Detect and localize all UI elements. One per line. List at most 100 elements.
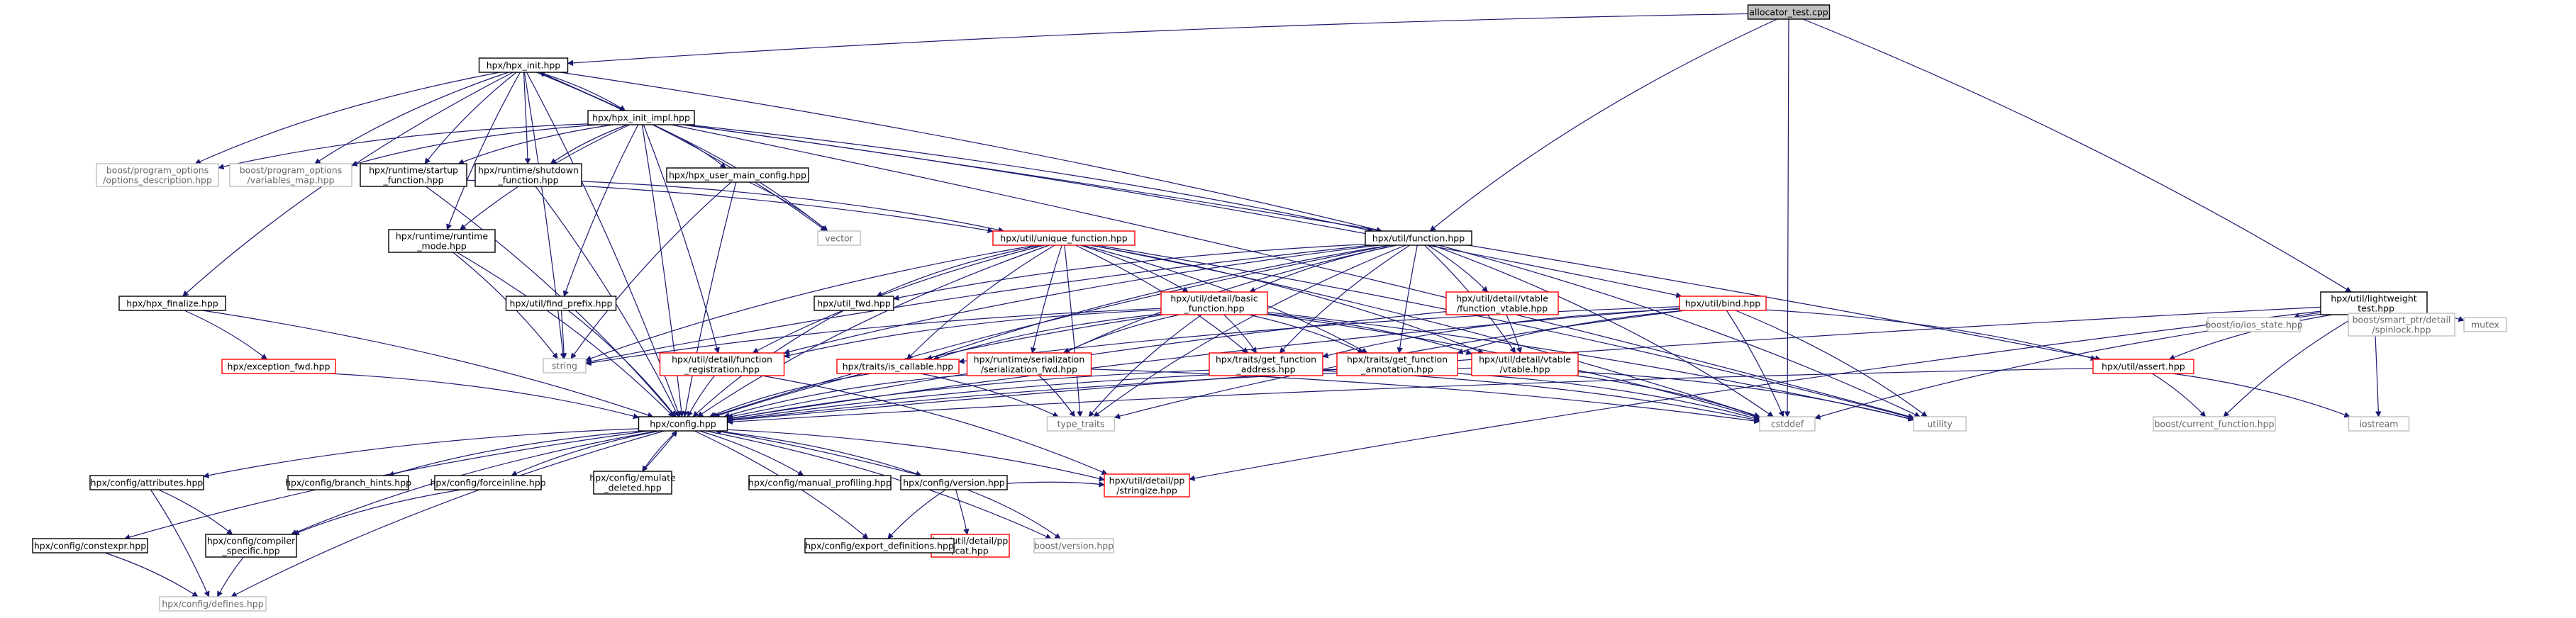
node-label: hpx/config/forceinline.hpp	[430, 478, 545, 488]
node-box	[89, 475, 204, 490]
node-cstddef[interactable]: cstddef	[1759, 416, 1816, 432]
node-type_traits[interactable]: type_traits	[1046, 416, 1116, 432]
edge-util_assert-to-config	[726, 368, 2094, 425]
node-util_fwd[interactable]: hpx/util_fwd.hpp	[814, 296, 894, 311]
node-box	[1033, 538, 1114, 554]
node-hpx_finalize[interactable]: hpx/hpx_finalize.hpp	[118, 296, 226, 311]
node-detail_basic_function[interactable]: hpx/util/detail/basic_function.hpp	[1160, 291, 1268, 315]
node-function_registration[interactable]: hpx/util/detail/function_registration.hp…	[659, 352, 785, 376]
node-label: hpx/config/emulate	[589, 473, 676, 483]
node-label: /serialization_fwd.hpp	[981, 364, 1077, 375]
node-box	[118, 296, 226, 311]
node-cfg_defines[interactable]: hpx/config/defines.hpp	[159, 596, 267, 612]
node-hpx_user_main_config[interactable]: hpx/hpx_user_main_config.hpp	[666, 167, 809, 183]
node-po_variables_map[interactable]: boost/program_options/variables_map.hpp	[229, 163, 352, 187]
edge-layer	[104, 13, 2465, 597]
node-string[interactable]: string	[543, 358, 587, 373]
node-runtime_startup_function[interactable]: hpx/runtime/startup_function.hpp	[360, 163, 467, 187]
node-iostream[interactable]: iostream	[2348, 416, 2410, 432]
edge-cfg_constexpr-to-cfg_defines	[104, 552, 199, 597]
edge-config-to-boost_version	[705, 430, 1052, 539]
node-current_function[interactable]: boost/current_function.hpp	[2153, 416, 2276, 432]
node-hpx_init[interactable]: hpx/hpx_init.hpp	[478, 57, 569, 73]
edge-detail_basic_function-to-string	[585, 308, 1162, 366]
node-cfg_compiler_specific[interactable]: hpx/config/compiler_specific.hpp	[205, 534, 297, 558]
node-runtime_shutdown_function[interactable]: hpx/runtime/shutdown_function.hpp	[474, 163, 582, 187]
node-runtime_mode[interactable]: hpx/runtime/runtime_mode.hpp	[388, 229, 496, 253]
node-util_assert[interactable]: hpx/util/assert.hpp	[2092, 359, 2194, 374]
edge-config-to-pp_stringize	[727, 429, 1105, 482]
node-label: utility	[1927, 419, 1953, 429]
node-label: /function_vtable.hpp	[1457, 303, 1548, 314]
edge-detail_basic_function-to-vtable_vtable	[1267, 313, 1472, 355]
node-cfg_forceinline[interactable]: hpx/config/forceinline.hpp	[430, 475, 546, 490]
edge-lightweight_test-to-pp_stringize	[1189, 310, 2321, 481]
node-util_bind[interactable]: hpx/util/bind.hpp	[1679, 296, 1767, 311]
edge-get_function_address-to-config	[726, 369, 1210, 422]
node-box	[992, 230, 1136, 246]
node-ios_state[interactable]: boost/io/ios_state.hpp	[2205, 317, 2303, 332]
edge-util_function-to-function_registration	[783, 245, 1379, 355]
node-box	[287, 475, 409, 490]
node-box	[2348, 416, 2410, 432]
edge-unique_function-to-type_traits	[1064, 245, 1083, 417]
edge-util_function-to-is_callable	[926, 245, 1390, 361]
node-serialization_fwd[interactable]: hpx/runtime/serialization/serialization_…	[966, 352, 1092, 376]
edge-unique_function-to-detail_basic_function	[1079, 245, 1189, 293]
edge-hpx_user_main_config-to-config	[682, 181, 737, 417]
node-find_prefix[interactable]: hpx/util/find_prefix.hpp	[505, 296, 617, 311]
node-vtable_function_vtable[interactable]: hpx/util/detail/vtable/function_vtable.h…	[1445, 291, 1559, 315]
node-label: _registration.hpp	[684, 364, 760, 375]
node-get_function_annotation[interactable]: hpx/traits/get_function_annotation.hpp	[1336, 352, 1458, 376]
node-utility[interactable]: utility	[1913, 416, 1967, 432]
node-cfg_export_definitions[interactable]: hpx/config/export_definitions.hpp	[804, 538, 955, 554]
node-cfg_emulate_deleted[interactable]: hpx/config/emulate_deleted.hpp	[589, 471, 676, 495]
edge-util_bind-to-get_function_address	[1322, 308, 1680, 359]
node-cfg_branch_hints[interactable]: hpx/config/branch_hints.hpp	[285, 475, 411, 490]
edge-util_function-to-string	[585, 245, 1372, 365]
node-mutex[interactable]: mutex	[2463, 317, 2507, 332]
node-config[interactable]: hpx/config.hpp	[638, 416, 728, 432]
node-box	[900, 475, 1008, 490]
node-label: hpx/config/branch_hints.hpp	[285, 478, 411, 488]
node-box	[478, 57, 569, 73]
edge-hpx_init_impl-to-runtime_startup_function	[457, 124, 614, 165]
node-vector[interactable]: vector	[817, 230, 861, 246]
node-box	[388, 229, 496, 253]
edge-find_prefix-to-config	[567, 310, 677, 417]
node-is_callable[interactable]: hpx/traits/is_callable.hpp	[836, 359, 960, 374]
edge-cfg_version-to-boost_version	[967, 489, 1061, 539]
node-cfg_constexpr[interactable]: hpx/config/constexpr.hpp	[32, 538, 148, 554]
node-cfg_version[interactable]: hpx/config/version.hpp	[900, 475, 1008, 490]
edge-util_function-to-get_function_address	[1279, 245, 1411, 354]
node-box	[474, 163, 582, 187]
node-unique_function[interactable]: hpx/util/unique_function.hpp	[992, 230, 1136, 246]
node-pp_stringize[interactable]: hpx/util/detail/pp/stringize.hpp	[1104, 473, 1190, 498]
node-po_options_description[interactable]: boost/program_options/options_descriptio…	[96, 163, 219, 187]
node-boost_version[interactable]: boost/version.hpp	[1033, 538, 1114, 554]
node-label: boost/version.hpp	[1034, 541, 1114, 551]
node-box	[666, 167, 809, 183]
edge-util_bind-to-util_assert	[1765, 309, 2097, 361]
node-hpx_init_impl[interactable]: hpx/hpx_init_impl.hpp	[587, 110, 695, 125]
node-exception_fwd[interactable]: hpx/exception_fwd.hpp	[221, 359, 336, 374]
node-lightweight_test[interactable]: hpx/util/lightweight_test.hpp	[2320, 291, 2428, 315]
edge-detail_basic_function-to-type_traits	[1088, 314, 1202, 417]
node-spinlock[interactable]: boost/smart_ptr/detail/spinlock.hpp	[2348, 313, 2455, 337]
node-label: _test.hpp	[2353, 303, 2394, 314]
node-get_function_address[interactable]: hpx/traits/get_function_address.hpp	[1209, 352, 1323, 376]
edge-allocator_test-to-util_function	[1429, 18, 1777, 232]
node-vtable_vtable[interactable]: hpx/util/detail/vtable/vtable.hpp	[1471, 352, 1579, 376]
node-label: /variables_map.hpp	[248, 175, 335, 186]
edge-util_assert-to-iostream	[2172, 373, 2350, 418]
edge-config-to-cfg_forceinline	[511, 430, 660, 476]
node-label: hpx/traits/is_callable.hpp	[843, 361, 954, 372]
node-util_function[interactable]: hpx/util/function.hpp	[1365, 230, 1472, 246]
node-cfg_manual_profiling[interactable]: hpx/config/manual_profiling.hpp	[748, 475, 892, 490]
node-box	[1336, 352, 1458, 376]
node-label: hpx/config/export_definitions.hpp	[805, 541, 954, 551]
node-cfg_attributes[interactable]: hpx/config/attributes.hpp	[89, 475, 204, 490]
edge-hpx_init-to-util_function	[560, 72, 1383, 233]
edge-hpx_finalize-to-exception_fwd	[184, 310, 267, 360]
node-allocator_test[interactable]: allocator_test.cpp	[1747, 4, 1831, 20]
